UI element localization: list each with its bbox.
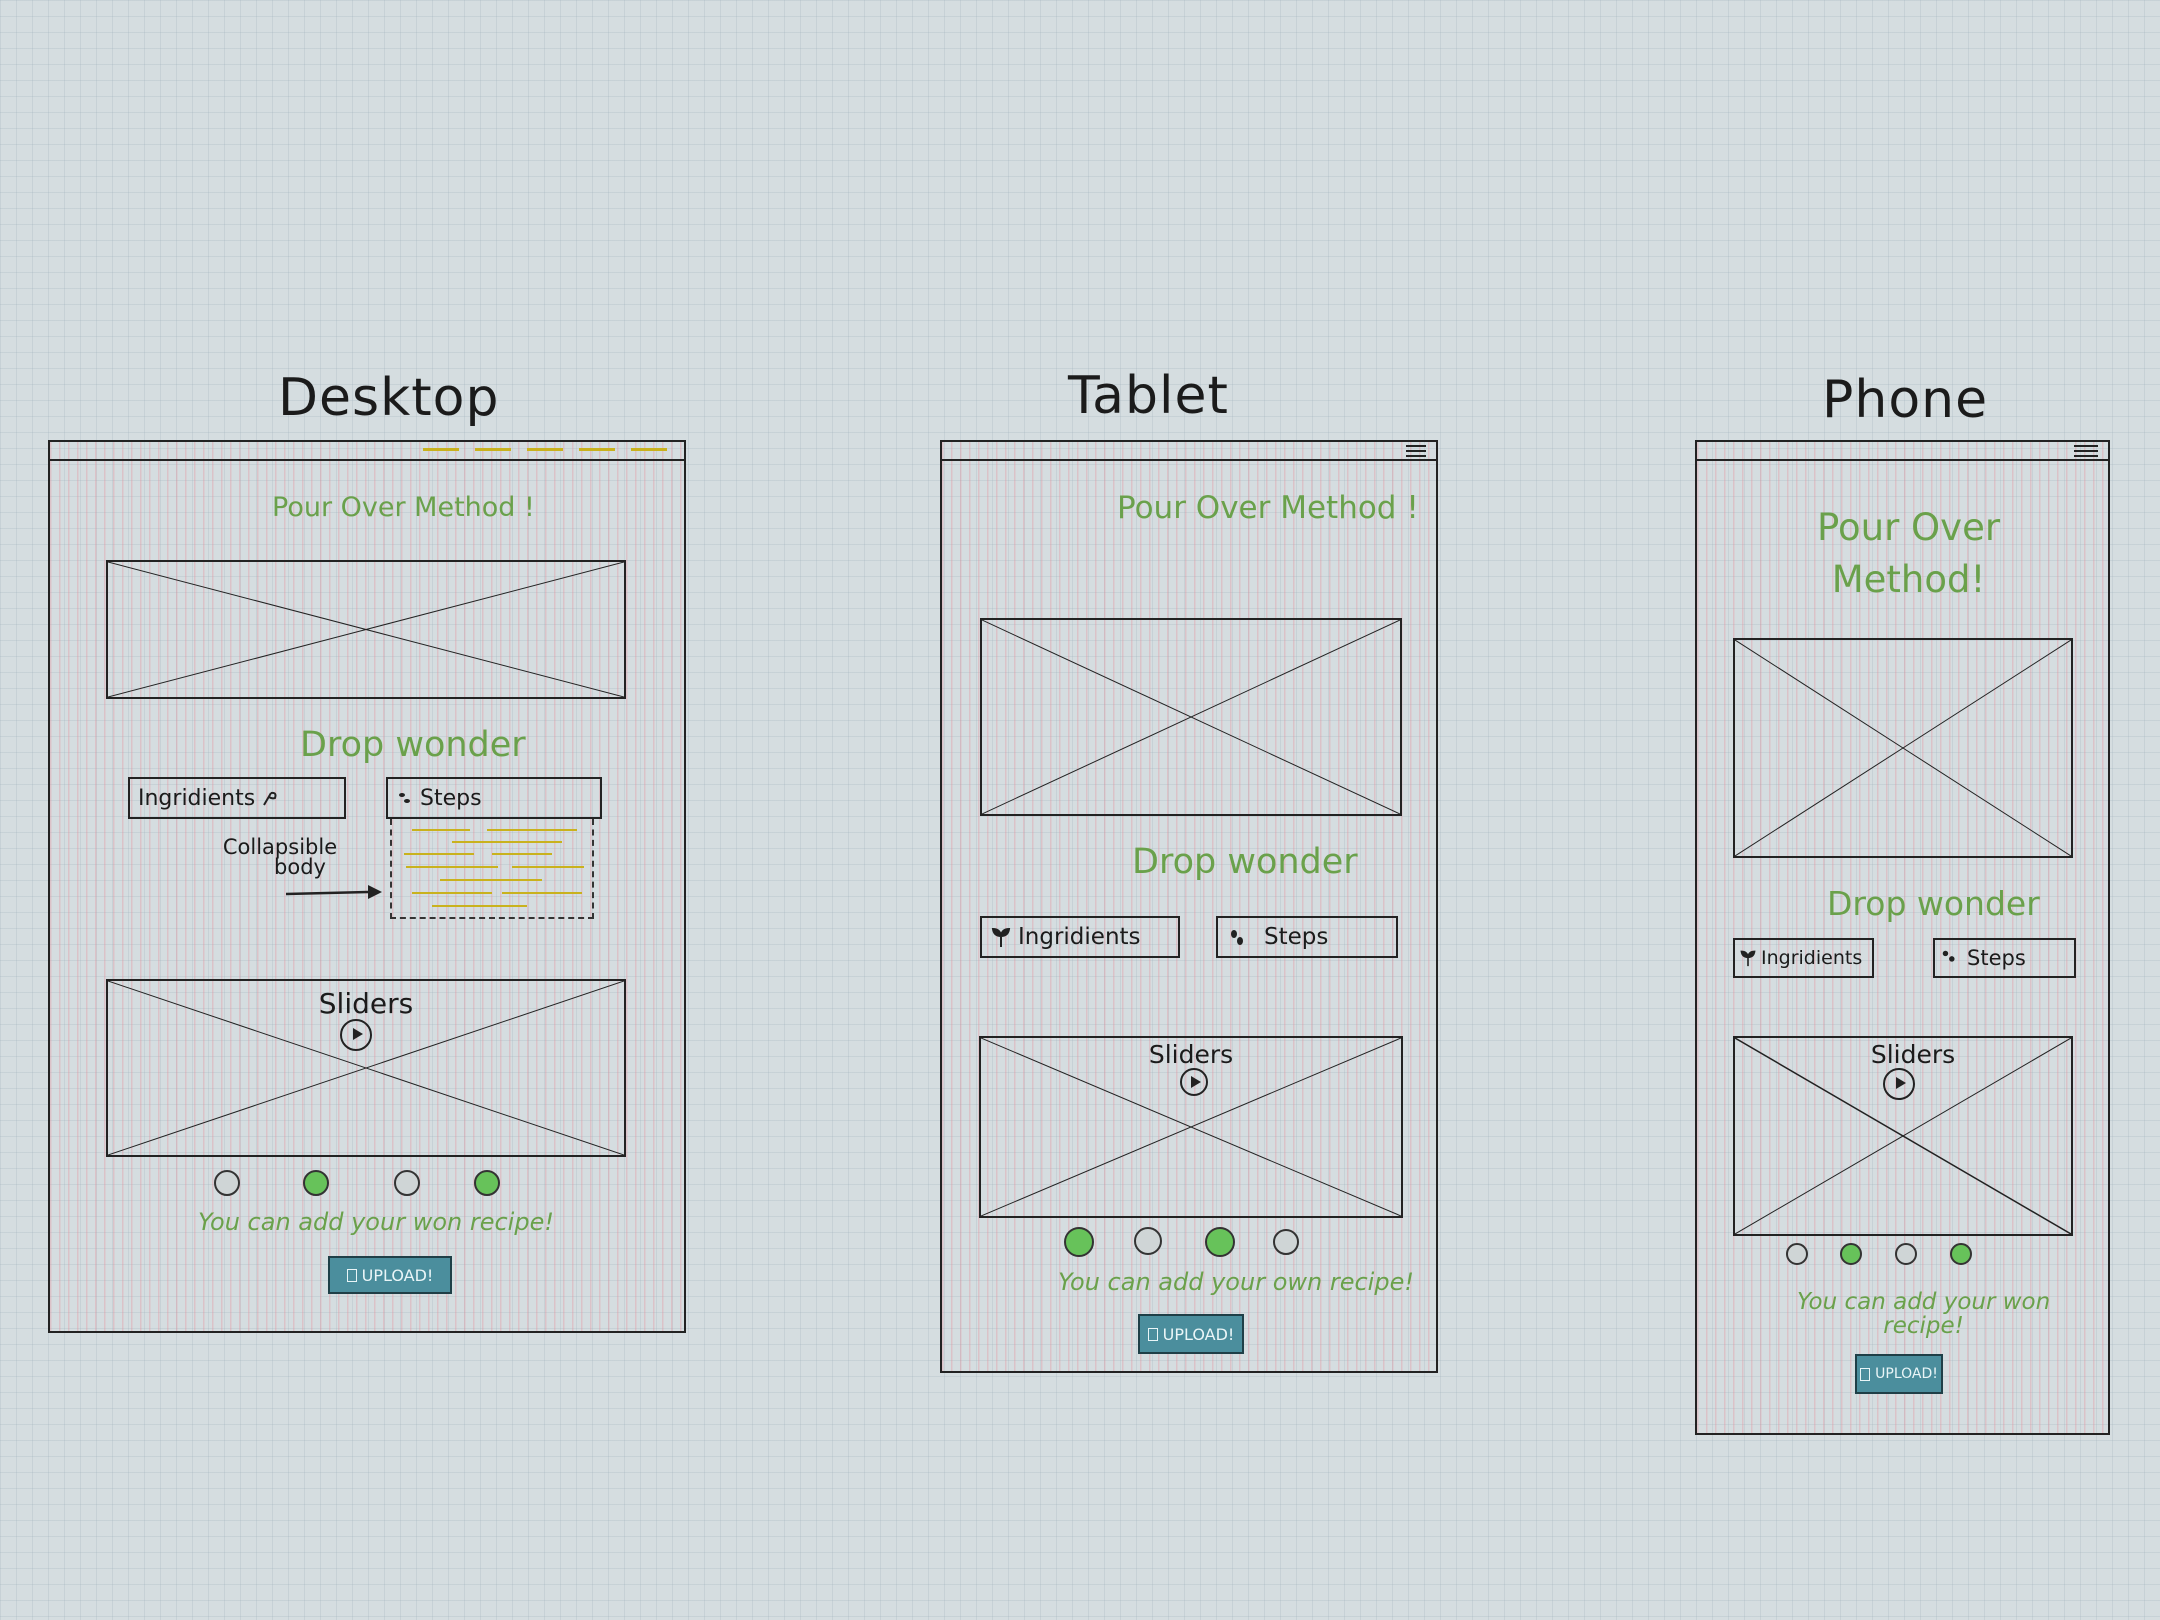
desktop-hero-image-placeholder: [106, 560, 626, 699]
desktop-steps-label: Steps: [420, 785, 482, 811]
leaf-icon: [261, 789, 279, 807]
tablet-upload-label: UPLOAD!: [1162, 1324, 1235, 1344]
slider-dot[interactable]: [1064, 1227, 1094, 1257]
text-line-placeholder: [487, 829, 577, 831]
hamburger-menu-icon[interactable]: [1406, 445, 1426, 457]
note-line-2: body: [274, 855, 326, 879]
phone-topbar: [1697, 442, 2108, 461]
slider-dot[interactable]: [474, 1170, 500, 1196]
tablet-steps-button[interactable]: Steps: [1216, 916, 1398, 958]
sprout-icon: [1739, 948, 1757, 968]
desktop-section-title: Drop wonder: [300, 725, 526, 765]
desktop-topbar: [50, 442, 684, 461]
hamburger-menu-icon[interactable]: [2074, 445, 2098, 457]
image-placeholder-icon: [108, 981, 624, 1155]
sprout-icon: [990, 926, 1012, 948]
phone-cta-line-2: recipe!: [1883, 1313, 1964, 1339]
slider-dot[interactable]: [1205, 1227, 1235, 1257]
file-upload-icon: [1860, 1367, 1871, 1381]
phone-cta-line-1: You can add your won: [1797, 1289, 2051, 1315]
desktop-slider-label: Sliders: [318, 987, 414, 1020]
text-line-placeholder: [512, 866, 584, 868]
phone-upload-button[interactable]: UPLOAD!: [1855, 1354, 1943, 1394]
footsteps-icon: [1226, 926, 1248, 948]
phone-section-title: Drop wonder: [1827, 884, 2040, 923]
text-line-placeholder: [502, 892, 582, 894]
desktop-ingredients-label: Ingridients: [138, 785, 256, 811]
desktop-add-recipe-text: You can add your won recipe!: [198, 1208, 554, 1236]
tablet-section-title: Drop wonder: [1132, 842, 1358, 882]
image-placeholder-icon: [981, 1038, 1401, 1216]
tablet-ingredients-button[interactable]: Ingridients: [980, 916, 1180, 958]
desktop-nav-placeholder: [423, 448, 678, 451]
text-line-placeholder: [432, 905, 527, 907]
play-icon[interactable]: [340, 1019, 372, 1051]
slider-dot[interactable]: [214, 1170, 240, 1196]
image-placeholder-icon: [1735, 640, 2071, 856]
text-line-placeholder: [412, 829, 470, 831]
phone-steps-label: Steps: [1967, 946, 2026, 970]
tablet-slider-label: Sliders: [1148, 1040, 1234, 1069]
desktop-page-title: Pour Over Method !: [272, 492, 535, 523]
desktop-frame: Pour Over Method ! Drop wonder Ingridien…: [48, 440, 686, 1333]
phone-add-recipe-text: You can add your won recipe!: [1797, 1290, 2050, 1338]
phone-ingredients-button[interactable]: Ingridients: [1733, 938, 1874, 978]
tablet-add-recipe-text: You can add your own recipe!: [1058, 1268, 1414, 1296]
phone-title-line-1: Pour Over: [1817, 506, 2001, 549]
image-placeholder-icon: [982, 620, 1400, 814]
tablet-page-title: Pour Over Method !: [1117, 490, 1419, 526]
phone-slider-label: Sliders: [1870, 1040, 1956, 1069]
file-upload-icon: [346, 1268, 357, 1282]
slider-dot[interactable]: [303, 1170, 329, 1196]
text-line-placeholder: [452, 841, 562, 843]
phone-steps-button[interactable]: Steps: [1933, 938, 2076, 978]
text-line-placeholder: [406, 866, 498, 868]
phone-upload-label: UPLOAD!: [1875, 1366, 1938, 1382]
image-placeholder-icon: [1735, 1038, 2071, 1234]
text-line-placeholder: [440, 879, 542, 881]
slider-dot[interactable]: [1134, 1227, 1162, 1255]
tablet-hero-image-placeholder: [980, 618, 1402, 816]
text-line-placeholder: [404, 853, 474, 855]
tablet-title: Tablet: [1068, 366, 1229, 426]
tablet-ingredients-label: Ingridients: [1018, 924, 1141, 950]
image-placeholder-icon: [108, 562, 624, 697]
desktop-ingredients-button[interactable]: Ingridients: [128, 777, 346, 819]
slider-dot[interactable]: [1895, 1243, 1917, 1265]
desktop-collapsible-note: Collapsible body: [210, 835, 350, 879]
phone-page-title: Pour Over Method!: [1817, 502, 2000, 606]
tablet-topbar: [942, 442, 1436, 461]
play-icon[interactable]: [1180, 1068, 1208, 1096]
tablet-frame: Pour Over Method ! Drop wonder Ingridien…: [940, 440, 1438, 1373]
tablet-steps-label: Steps: [1264, 924, 1329, 950]
file-upload-icon: [1147, 1327, 1158, 1341]
desktop-slider-placeholder[interactable]: Sliders: [106, 979, 626, 1157]
desktop-steps-button[interactable]: Steps: [386, 777, 602, 819]
play-icon[interactable]: [1883, 1068, 1915, 1100]
desktop-title: Desktop: [278, 368, 500, 428]
footsteps-icon: [1939, 948, 1961, 968]
text-line-placeholder: [412, 892, 492, 894]
tablet-upload-button[interactable]: UPLOAD!: [1138, 1314, 1244, 1354]
slider-dot[interactable]: [1786, 1243, 1808, 1265]
desktop-upload-label: UPLOAD!: [361, 1265, 434, 1285]
footsteps-icon: [396, 789, 414, 807]
desktop-steps-collapsible-body: [390, 819, 594, 919]
slider-dot[interactable]: [1273, 1229, 1299, 1255]
phone-frame: Pour Over Method! Drop wonder Ingridient…: [1695, 440, 2110, 1435]
note-line-1: Collapsible: [222, 835, 338, 859]
slider-dot[interactable]: [1840, 1243, 1862, 1265]
phone-hero-image-placeholder: [1733, 638, 2073, 858]
desktop-upload-button[interactable]: UPLOAD!: [328, 1256, 452, 1294]
phone-title-line-2: Method!: [1831, 558, 1986, 601]
text-line-placeholder: [492, 853, 552, 855]
phone-slider-placeholder[interactable]: Sliders: [1733, 1036, 2073, 1236]
slider-dot[interactable]: [394, 1170, 420, 1196]
tablet-slider-placeholder[interactable]: Sliders: [979, 1036, 1403, 1218]
phone-ingredients-label: Ingridients: [1761, 947, 1863, 969]
phone-title: Phone: [1822, 370, 1989, 430]
arrow-right-icon: [286, 885, 382, 899]
slider-dot[interactable]: [1950, 1243, 1972, 1265]
